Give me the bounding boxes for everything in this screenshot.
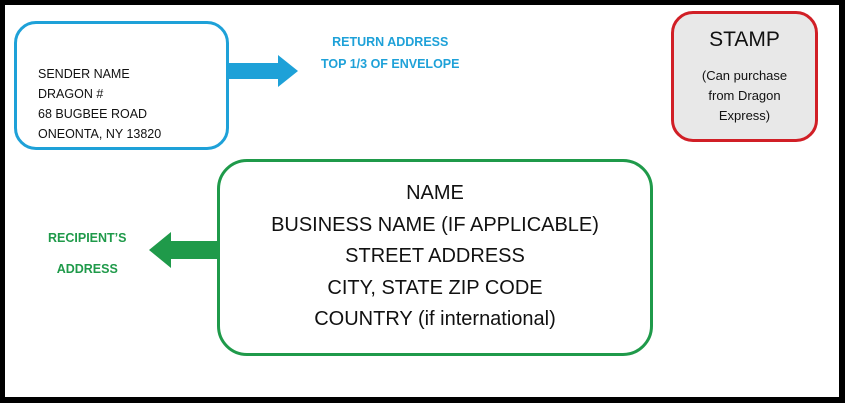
stamp-note-line-1: (Can purchase — [701, 68, 788, 83]
recipient-name-line: NAME — [406, 182, 464, 204]
sender-address-box: SENDER NAME DRAGON # 68 BUGBEE ROAD ONEO… — [14, 21, 229, 150]
return-address-label: RETURN ADDRESS TOP 1/3 OF ENVELOPE — [321, 31, 459, 75]
recipient-street-line: STREET ADDRESS — [345, 245, 525, 267]
recipient-address-box: NAME BUSINESS NAME (IF APPLICABLE) STREE… — [217, 159, 653, 356]
return-address-label-line-1: RETURN ADDRESS — [332, 35, 449, 49]
recipient-address-label-line-1: RECIPIENT’S — [48, 231, 127, 245]
return-address-arrow-icon — [228, 55, 298, 87]
recipient-city-line: CITY, STATE ZIP CODE — [327, 276, 543, 299]
stamp-note-line-3: Express) — [718, 108, 771, 123]
recipient-address-arrow-icon — [149, 232, 217, 268]
sender-dragon-number-line: DRAGON # — [38, 87, 104, 101]
recipient-country-line: COUNTRY (if international) — [314, 308, 556, 330]
sender-street-line: 68 BUGBEE ROAD — [38, 107, 148, 121]
stamp-box: STAMP (Can purchase from Dragon Express) — [671, 11, 818, 142]
envelope-diagram: SENDER NAME DRAGON # 68 BUGBEE ROAD ONEO… — [5, 5, 839, 397]
sender-city-line: ONEONTA, NY 13820 — [38, 127, 162, 141]
stamp-note: (Can purchase from Dragon Express) — [674, 66, 815, 126]
recipient-business-line: BUSINESS NAME (IF APPLICABLE) — [271, 213, 599, 236]
stamp-title: STAMP — [709, 28, 780, 51]
stamp-note-line-2: from Dragon — [708, 88, 781, 103]
sender-address-lines: SENDER NAME DRAGON # 68 BUGBEE ROAD ONEO… — [38, 64, 161, 144]
recipient-address-label-line-2: ADDRESS — [56, 262, 118, 276]
return-address-label-line-2: TOP 1/3 OF ENVELOPE — [321, 57, 460, 71]
sender-name-line: SENDER NAME — [38, 67, 130, 81]
recipient-address-label: RECIPIENT’S ADDRESS — [48, 223, 127, 285]
recipient-address-lines: NAME BUSINESS NAME (IF APPLICABLE) STREE… — [220, 178, 650, 336]
